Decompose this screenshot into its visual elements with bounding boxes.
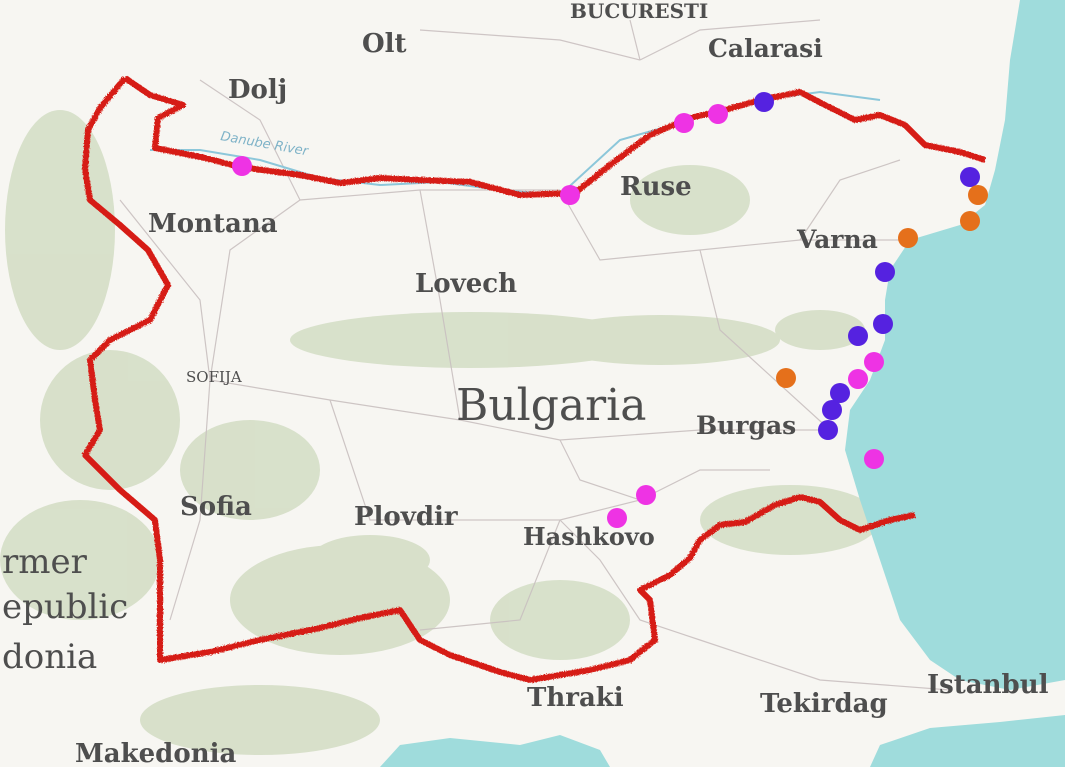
marmara-sea [870, 715, 1065, 767]
aegean-sea [380, 735, 610, 767]
marker-purple[interactable] [960, 167, 980, 187]
label-republic: epublic [2, 587, 128, 627]
marker-orange[interactable] [898, 228, 918, 248]
marker-magenta[interactable] [848, 369, 868, 389]
marker-magenta[interactable] [560, 185, 580, 205]
marker-magenta[interactable] [232, 156, 252, 176]
label-makedonia: Makedonia [75, 739, 236, 767]
marker-magenta[interactable] [708, 104, 728, 124]
marker-orange[interactable] [968, 185, 988, 205]
label-hashkovo: Hashkovo [523, 522, 655, 551]
road-network [119, 19, 951, 691]
label-istanbul: Istanbul [927, 670, 1049, 700]
label-olt: Olt [362, 29, 407, 59]
marker-orange[interactable] [960, 211, 980, 231]
label-ruse: Ruse [620, 172, 692, 202]
label-plovdir: Plovdir [354, 502, 458, 532]
marker-magenta[interactable] [674, 113, 694, 133]
marker-purple[interactable] [822, 400, 842, 420]
label-calarasi: Calarasi [708, 34, 823, 63]
label-former: rmer [2, 542, 88, 582]
marker-magenta[interactable] [636, 485, 656, 505]
marker-purple[interactable] [848, 326, 868, 346]
label-varna: Varna [796, 225, 878, 254]
label-donia: donia [2, 637, 97, 677]
marker-purple[interactable] [754, 92, 774, 112]
label-tekirdag: Tekirdag [760, 689, 888, 719]
label-lovech: Lovech [415, 269, 517, 299]
label-burgas: Burgas [696, 411, 796, 440]
marker-orange[interactable] [776, 368, 796, 388]
site-markers [232, 92, 988, 528]
marker-purple[interactable] [873, 314, 893, 334]
marker-magenta[interactable] [864, 352, 884, 372]
label-bucuresti: BUCURESTI [570, 0, 708, 23]
marker-magenta[interactable] [864, 449, 884, 469]
terrain-relief [0, 110, 880, 755]
marker-purple[interactable] [875, 262, 895, 282]
label-bulgaria: Bulgaria [456, 380, 646, 431]
marker-purple[interactable] [830, 383, 850, 403]
label-montana: Montana [148, 209, 278, 239]
marker-purple[interactable] [818, 420, 838, 440]
label-sofia: Sofia [180, 492, 252, 522]
label-thraki: Thraki [527, 683, 624, 713]
label-sofija: SOFIJA [186, 368, 242, 386]
marker-magenta[interactable] [607, 508, 627, 528]
label-dolj: Dolj [228, 75, 287, 105]
